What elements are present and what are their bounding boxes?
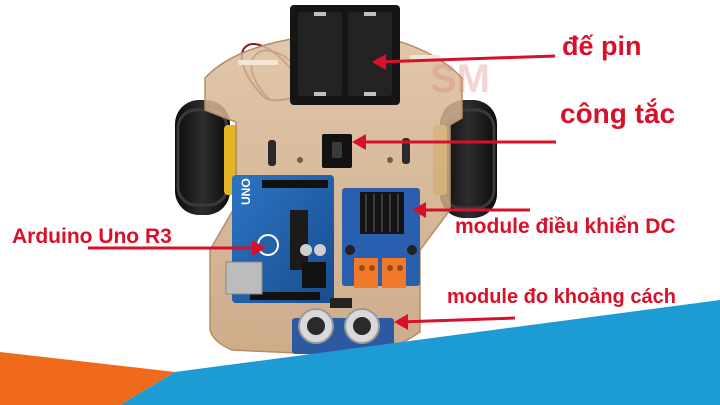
- label-power-switch: công tắc: [560, 98, 676, 129]
- label-arduino-board: Arduino Uno R3: [12, 225, 172, 248]
- label-battery-holder: đế pin: [562, 31, 642, 61]
- arrow-battery: [377, 54, 556, 64]
- footer-orange-band: [0, 352, 175, 405]
- label-ultrasonic-sensor: module đo khoảng cách: [447, 286, 676, 308]
- arduino-board: UNO: [225, 175, 334, 303]
- label-motor-driver: module điều khiển DC: [455, 215, 676, 238]
- motor-driver-module: [342, 188, 420, 288]
- arrow-sensor: [399, 316, 516, 324]
- footer-blue-band: [120, 300, 720, 405]
- ultrasonic-sensor: [292, 298, 394, 354]
- battery-holder: [290, 5, 400, 105]
- power-switch: [322, 134, 352, 168]
- arduino-logo-text: UNO: [239, 178, 253, 205]
- annotation-arrows: [88, 54, 556, 330]
- watermark: SM: [430, 57, 490, 101]
